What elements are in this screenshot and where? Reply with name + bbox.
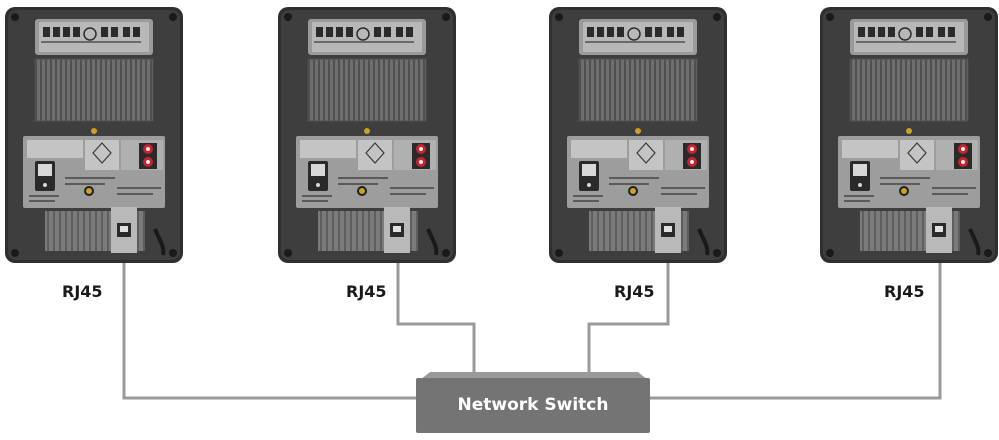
rj45-label-2: RJ45 — [346, 282, 387, 301]
cables — [122, 238, 942, 400]
network-switch-label: Network Switch — [458, 395, 609, 415]
cable-4 — [648, 238, 942, 400]
network-switch: Network Switch — [416, 372, 650, 433]
cable-3 — [587, 238, 670, 378]
speaker-4 — [818, 5, 999, 265]
speaker-2 — [276, 5, 458, 265]
cable-1 — [122, 238, 418, 400]
rj45-label-4: RJ45 — [884, 282, 925, 301]
cable-2 — [396, 238, 476, 378]
speaker-1 — [3, 5, 185, 265]
speaker-3 — [547, 5, 729, 265]
rj45-label-3: RJ45 — [614, 282, 655, 301]
rj45-label-1: RJ45 — [62, 282, 103, 301]
